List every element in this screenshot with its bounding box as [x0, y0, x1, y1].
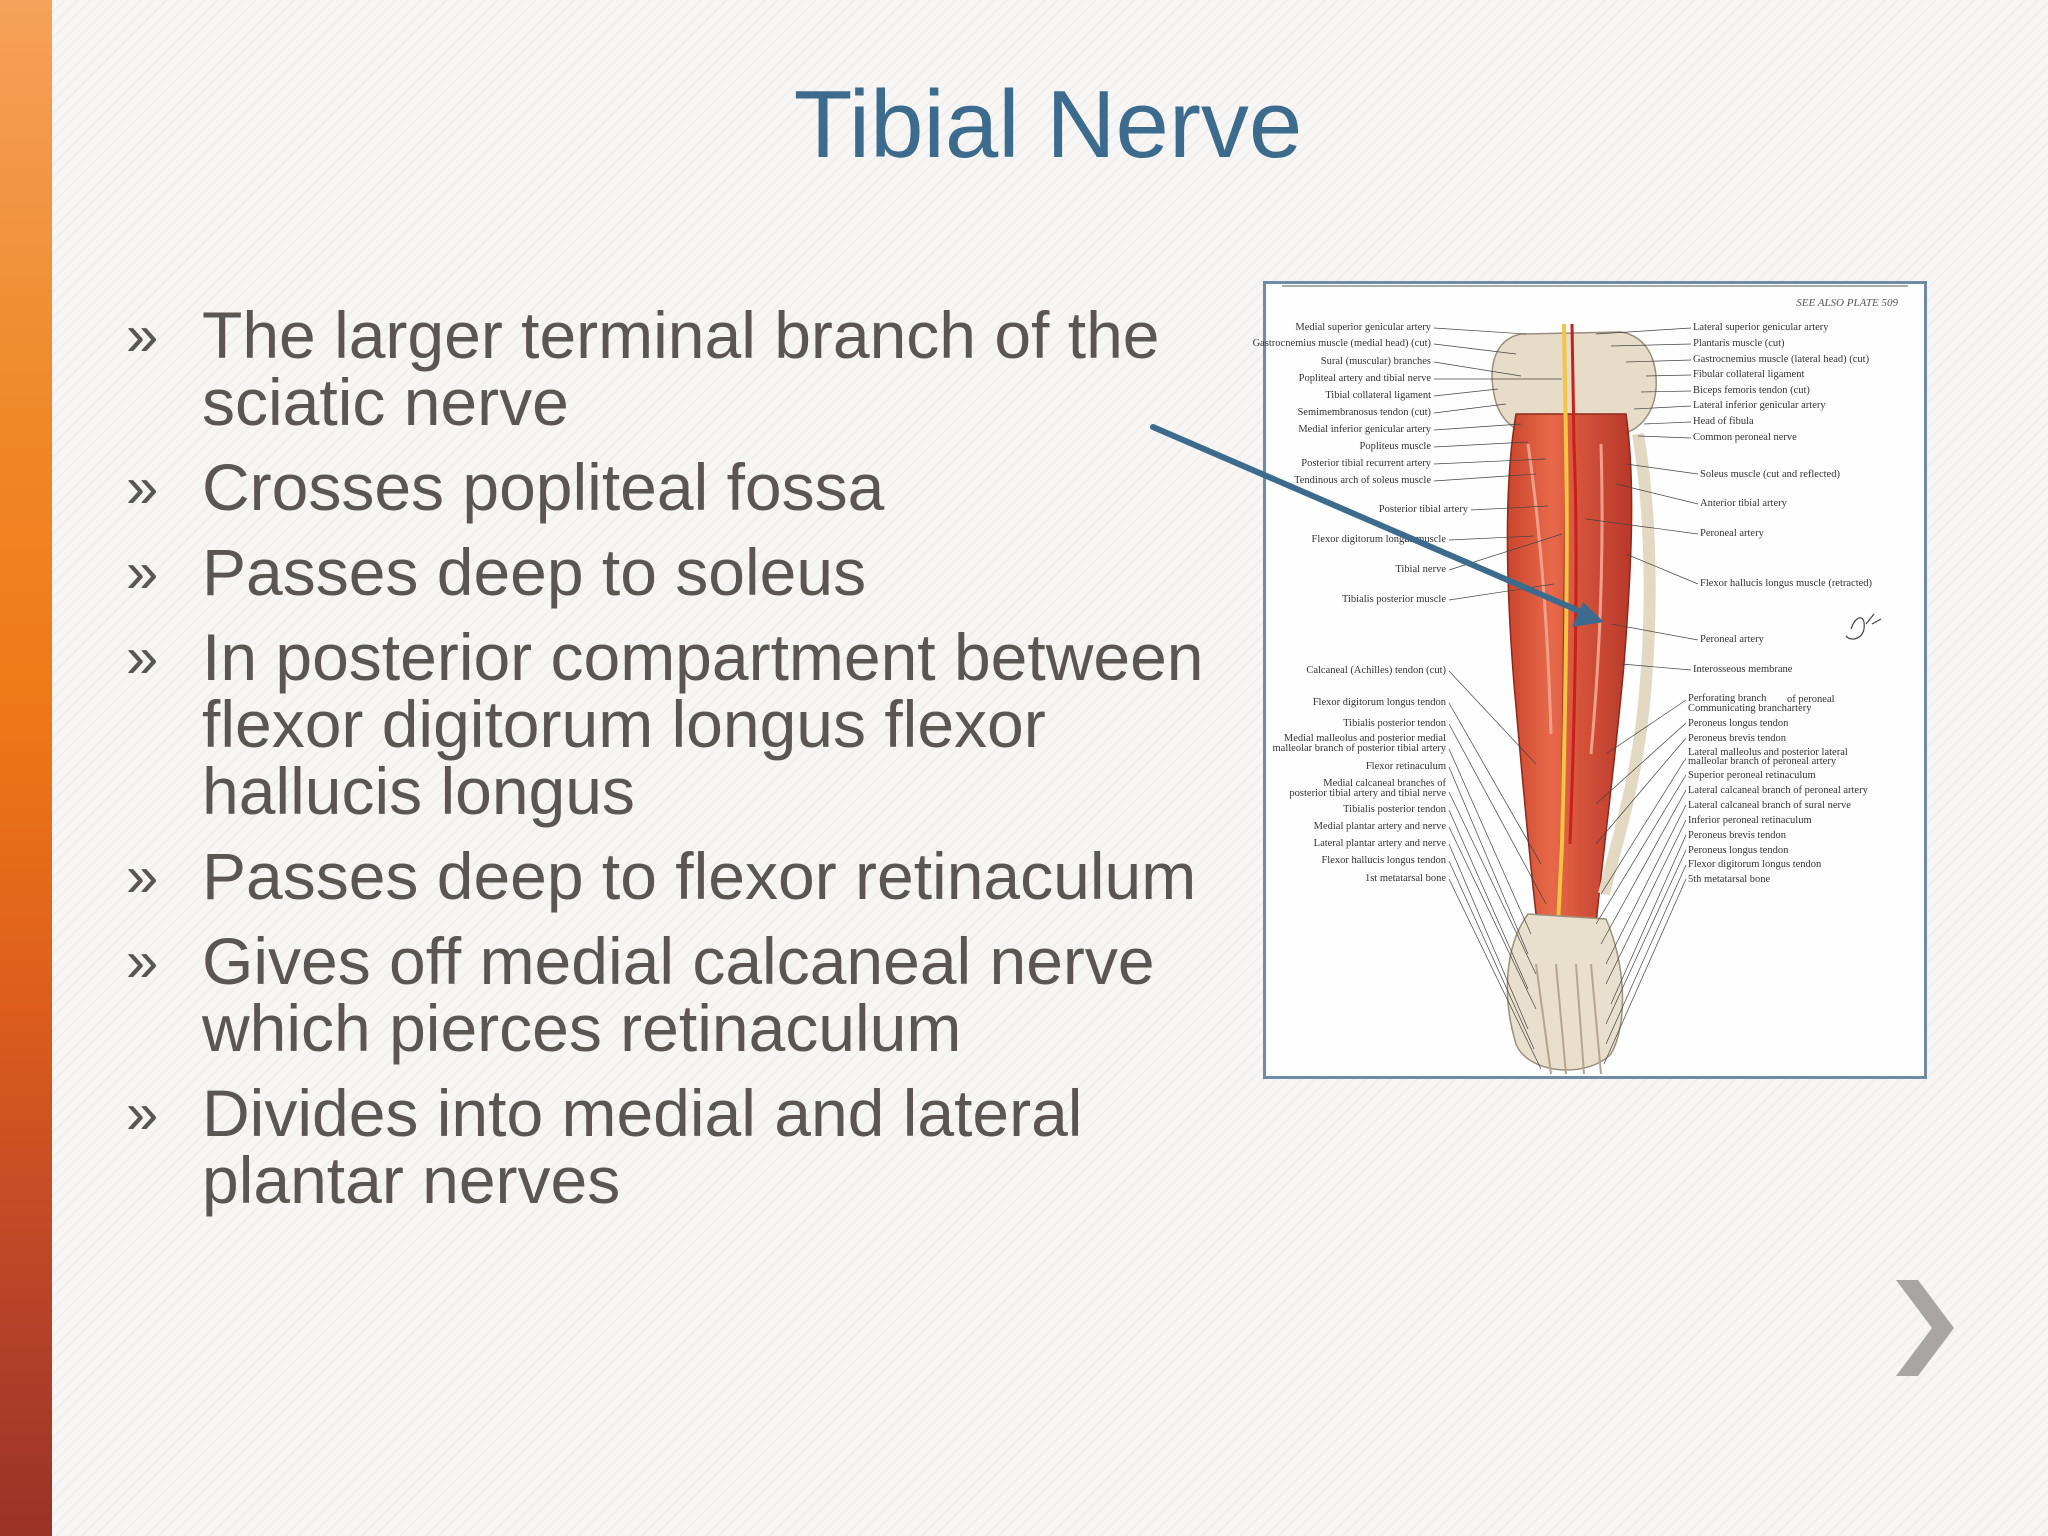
figure-label: Flexor digitorum longus tendon	[1312, 697, 1446, 708]
figure-label: Fibular collateral ligament	[1693, 369, 1805, 380]
figure-label: Inferior peroneal retinaculum	[1688, 815, 1812, 826]
figure-label: Tibial collateral ligament	[1325, 390, 1431, 401]
figure-label: artery	[1787, 703, 1812, 714]
bullet-marker: »	[126, 455, 159, 520]
bullet-text: In posterior compartment between flexor …	[202, 620, 1204, 828]
figure-label: Sural (muscular) branches	[1320, 356, 1431, 367]
figure-label: malleolar branch of peroneal artery	[1688, 756, 1837, 767]
figure-label: Peroneus brevis tendon	[1688, 733, 1786, 744]
figure-label: Popliteal artery and tibial nerve	[1298, 373, 1431, 384]
bullet-marker: »	[126, 303, 159, 368]
figure-label: Lateral superior genicular artery	[1693, 322, 1829, 333]
figure-label: Superior peroneal retinaculum	[1688, 770, 1816, 781]
figure-label: Peroneus longus tendon	[1688, 718, 1789, 729]
figure-label: of peroneal	[1787, 694, 1835, 705]
figure-label: Anterior tibial artery	[1700, 498, 1787, 509]
bullet-marker: »	[126, 540, 159, 605]
bullet-marker: »	[126, 844, 159, 909]
artist-signature	[1845, 613, 1882, 640]
figure-label: Lateral calcaneal branch of sural nerve	[1688, 800, 1851, 811]
bullet-item: »Divides into medial and lateral plantar…	[126, 1080, 1256, 1214]
figure-label: malleolar branch of posterior tibial art…	[1272, 743, 1446, 754]
fibula	[1598, 432, 1656, 896]
figure-label: Posterior tibial recurrent artery	[1301, 458, 1431, 469]
leader-lines-right	[1585, 327, 1699, 1065]
slide-title: Tibial Nerve	[793, 71, 1303, 178]
figure-label: Flexor retinaculum	[1365, 761, 1446, 772]
figure-label: Flexor hallucis longus muscle (retracted…	[1700, 578, 1873, 589]
figure-label: 5th metatarsal bone	[1688, 874, 1771, 885]
figure-label: Semimembranosus tendon (cut)	[1297, 407, 1431, 418]
figure-label: Tibialis posterior tendon	[1343, 804, 1446, 815]
chevron-right-icon[interactable]	[1888, 1278, 1958, 1378]
figure-label: Lateral inferior genicular artery	[1693, 400, 1826, 411]
plate-reference: SEE ALSO PLATE 509	[1796, 297, 1898, 309]
figure-label: Tibialis posterior tendon	[1343, 718, 1446, 729]
figure-label: Flexor digitorum longus tendon	[1688, 859, 1822, 870]
figure-label: Common peroneal nerve	[1693, 432, 1797, 443]
figure-label: Lateral malleolus and posterior lateral	[1688, 747, 1848, 758]
anatomy-figure: SEE ALSO PLATE 509 Medial superior genic…	[1253, 281, 1927, 1079]
figure-label: Peroneal artery	[1700, 634, 1764, 645]
bullet-text: Passes deep to soleus	[202, 535, 867, 609]
figure-label: Popliteus muscle	[1359, 441, 1431, 452]
figure-label: Medial calcaneal branches of	[1323, 778, 1446, 789]
figure-label: Communicating branch	[1688, 703, 1787, 714]
accent-sidebar	[0, 0, 52, 1536]
bullet-item: »Crosses popliteal fossa	[126, 454, 1256, 521]
figure-label: Tibialis posterior muscle	[1341, 594, 1446, 605]
figure-label: Medial inferior genicular artery	[1298, 424, 1431, 435]
figure-label: Peroneal artery	[1700, 528, 1764, 539]
ankle-foot	[1506, 913, 1624, 1071]
figure-label: Flexor digitorum longus muscle	[1311, 534, 1446, 545]
figure-label: Gastrocnemius muscle (lateral head) (cut…	[1693, 354, 1870, 365]
figure-label: Medial plantar artery and nerve	[1313, 821, 1446, 832]
bullet-marker: »	[126, 1081, 159, 1146]
bullet-text: The larger terminal branch of the sciati…	[202, 298, 1160, 439]
figure-label: Posterior tibial artery	[1378, 504, 1468, 515]
bullet-item: »Passes deep to flexor retinaculum	[126, 843, 1256, 910]
figure-label: Plantaris muscle (cut)	[1693, 338, 1785, 349]
bullet-text: Divides into medial and lateral plantar …	[202, 1076, 1083, 1217]
figure-label: Flexor hallucis longus tendon	[1321, 855, 1446, 866]
figure-label: Lateral plantar artery and nerve	[1313, 838, 1446, 849]
figure-label: Interosseous membrane	[1693, 664, 1793, 675]
figure-label: Tibial nerve	[1395, 564, 1446, 575]
figure-label: posterior tibial artery and tibial nerve	[1289, 788, 1446, 799]
figure-label: Peroneus longus tendon	[1688, 845, 1789, 856]
figure-label: Biceps femoris tendon (cut)	[1693, 385, 1810, 396]
bullet-item: »Gives off medial calcaneal nerve which …	[126, 928, 1256, 1062]
bullet-item: »In posterior compartment between flexor…	[126, 624, 1256, 825]
bullet-text: Crosses popliteal fossa	[202, 450, 885, 524]
bullet-item: »The larger terminal branch of the sciat…	[126, 302, 1256, 436]
bullet-item: »Passes deep to soleus	[126, 539, 1256, 606]
bullet-marker: »	[126, 625, 159, 690]
bullet-text: Gives off medial calcaneal nerve which p…	[202, 924, 1155, 1065]
figure-label: Perforating branch	[1688, 693, 1767, 704]
figure-label: Soleus muscle (cut and reflected)	[1700, 469, 1840, 480]
figure-label: Peroneus brevis tendon	[1688, 830, 1786, 841]
bullet-marker: »	[126, 929, 159, 994]
figure-label: Medial superior genicular artery	[1295, 322, 1431, 333]
figure-label: 1st metatarsal bone	[1364, 873, 1446, 884]
figure-label: Lateral calcaneal branch of peroneal art…	[1688, 785, 1868, 796]
figure-label: Calcaneal (Achilles) tendon (cut)	[1306, 665, 1446, 676]
bullet-list: »The larger terminal branch of the sciat…	[126, 302, 1256, 1232]
figure-label: Tendinous arch of soleus muscle	[1294, 475, 1431, 486]
figure-label: Head of fibula	[1693, 416, 1754, 427]
figure-label: Gastrocnemius muscle (medial head) (cut)	[1252, 338, 1431, 349]
figure-label: Medial malleolus and posterior medial	[1283, 733, 1446, 744]
bullet-text: Passes deep to flexor retinaculum	[202, 839, 1197, 913]
